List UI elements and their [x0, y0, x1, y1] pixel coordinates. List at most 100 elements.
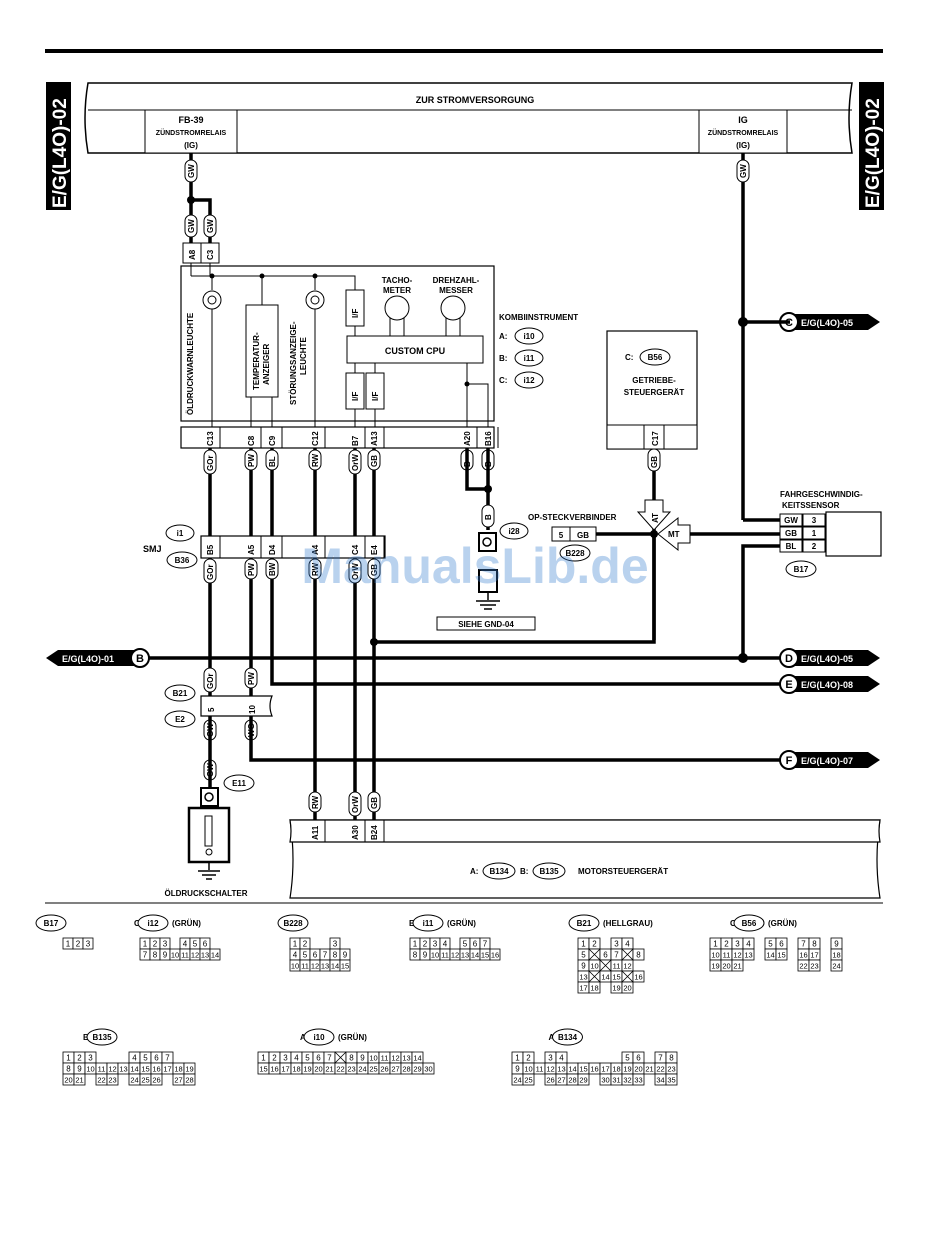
wire-label-upper: PW: [247, 454, 256, 467]
wire-label-gb: GB: [650, 456, 659, 468]
connector-cell-number: 21: [325, 1065, 333, 1074]
ref-tag-text: E/G(L4O)-05: [801, 318, 853, 328]
connector-cell-number: 7: [614, 951, 619, 960]
sensor-pin-cell: [802, 513, 826, 527]
ref-tag-arrow: [790, 650, 880, 666]
fuse-left-id: FB-39: [178, 115, 203, 125]
wire-label-upper: RW: [311, 453, 320, 467]
ref-tag-arrow: [790, 752, 880, 768]
ground-terminal-hole: [482, 537, 492, 547]
smj-box: [200, 535, 386, 559]
connector-cell-blank: [621, 948, 634, 961]
ref-tag-text: E/G(L4O)-07: [801, 756, 853, 766]
connector-view: A:i10(GRÜN)12345678910111213141516171819…: [257, 1028, 435, 1075]
wire-label-ecm: OrW: [351, 796, 360, 813]
ref-tag-text: E/G(L4O)-05: [801, 654, 853, 664]
connector-view-id: B134: [558, 1033, 578, 1042]
ecm-pin: A11: [311, 825, 320, 840]
connector-cell-number: 1: [143, 940, 148, 949]
connector-cell: [775, 948, 788, 961]
connector-cell-number: 11: [381, 1054, 389, 1063]
meter-pin: C8: [247, 435, 256, 446]
ecm-name: MOTORSTEUERGERÄT: [578, 867, 668, 876]
connector-cell-number: 2: [272, 1054, 277, 1063]
connector-cell-number: 1: [413, 940, 418, 949]
connector-cell: [339, 959, 351, 972]
meter-title: KOMBIINSTRUMENT: [499, 313, 578, 322]
connector-cell-number: 1: [66, 1054, 71, 1063]
smj-conn-top-label: i1: [177, 529, 184, 538]
sensor-pin-cell: [802, 539, 826, 553]
connector-cell-number: 30: [424, 1065, 432, 1074]
connector-cell-number: 1: [293, 940, 298, 949]
wire-label-lower: BW: [268, 562, 277, 576]
connector-view-id: i10: [313, 1033, 325, 1042]
option-conn: B228: [565, 549, 585, 558]
connector-cell-number: 1: [515, 1054, 520, 1063]
connector-cell-number: 5: [193, 940, 198, 949]
connector-cell-number: 3: [735, 940, 740, 949]
meter-conn-oval: [514, 349, 544, 367]
ref-tags: CE/G(L4O)-05DE/G(L4O)-05EE/G(L4O)-08FE/G…: [46, 312, 880, 770]
temp-gauge-box: [245, 304, 279, 398]
rev-label: MESSER: [439, 286, 473, 295]
option-wire: GB: [577, 531, 589, 540]
connector-cell: [209, 948, 221, 961]
connector-cell-number: 6: [203, 940, 208, 949]
connector-cell-number: 13: [119, 1065, 127, 1074]
connector-view-id: B17: [44, 919, 59, 928]
connector-cell-number: 13: [201, 951, 209, 960]
connector-cell-number: 2: [153, 940, 158, 949]
connector-cell-number: 9: [423, 951, 428, 960]
smj-conn-bottom-label: B36: [175, 556, 190, 565]
connector-cell-number: 6: [473, 940, 478, 949]
connector-cell: [183, 1073, 196, 1086]
connector-cell-number: 24: [513, 1076, 521, 1085]
connector-cell-number: 24: [832, 962, 840, 971]
b21-box: [200, 695, 273, 717]
connector-cell-number: 32: [623, 1076, 631, 1085]
connector-cell-blank: [588, 970, 601, 983]
speed-sensor-title: KEITSSENSOR: [782, 501, 840, 510]
sensor-wire-cell: [779, 539, 803, 553]
connector-cell-number: 15: [259, 1065, 267, 1074]
connector-cell-number: 6: [779, 940, 784, 949]
connector-views: B17123C:i12(GRÜN)1234567891011121314B228…: [35, 914, 843, 1086]
connector-cell-blank: [599, 959, 612, 972]
connector-cell-number: 8: [413, 951, 418, 960]
splice: [464, 381, 470, 387]
connector-cell-number: 33: [634, 1076, 642, 1085]
connector-cell-number: 7: [483, 940, 488, 949]
connector-cell-number: 35: [667, 1076, 675, 1085]
ground-label: SIEHE GND-04: [458, 620, 514, 629]
wire-label-box: [367, 558, 381, 580]
connector-cell-number: 15: [612, 973, 620, 982]
ground-conn: i28: [508, 527, 520, 536]
wire-label-gw: GW: [739, 164, 748, 178]
connector-cell-number: 1: [66, 940, 71, 949]
meter-conn-id: i10: [523, 332, 535, 341]
connector-cell-number: 11: [98, 1065, 106, 1074]
connector-view: C:B56(GRÜN)12345678910111213141516171819…: [709, 914, 843, 972]
sensor-wire-cell: [779, 513, 803, 527]
ground-icon: [476, 600, 500, 610]
oil-switch-icon: [204, 815, 213, 847]
power-supply-bar: [84, 82, 853, 154]
rev-label: DREHZAHL-: [433, 276, 480, 285]
wire-label-box: [265, 449, 279, 471]
connector-cell-number: 21: [645, 1065, 653, 1074]
connector-view-oval: [303, 1028, 335, 1046]
connector-cell: [522, 1073, 535, 1086]
meter-bus: [191, 275, 356, 305]
connector-cell-number: 2: [526, 1054, 531, 1063]
connector-cell: [731, 959, 744, 972]
meter-pin: A13: [370, 431, 379, 446]
connector-cell-number: 18: [832, 951, 840, 960]
mt-arrow: [657, 516, 691, 552]
connector-cell-number: 9: [343, 951, 348, 960]
if-label: I/F: [351, 309, 360, 318]
ground-label-box: [436, 616, 536, 631]
ecm-pin: B24: [370, 825, 379, 840]
